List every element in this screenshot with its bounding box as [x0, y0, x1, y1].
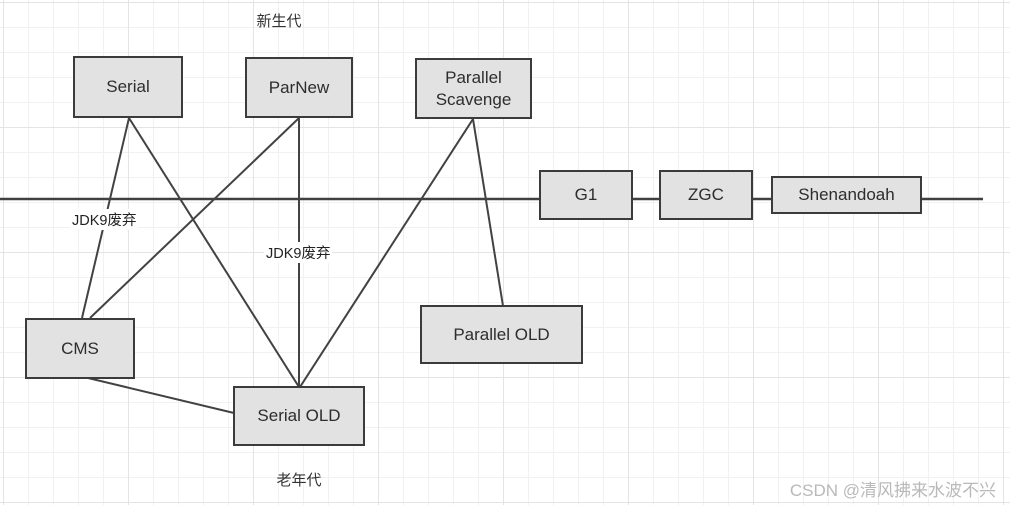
node-parallel-old: Parallel OLD — [420, 305, 583, 364]
node-shenandoah-label: Shenandoah — [798, 185, 895, 205]
node-parnew: ParNew — [245, 57, 353, 118]
csdn-watermark: CSDN @清风拂来水波不兴 — [789, 481, 996, 500]
jdk9-deprecated-note-parnew-serial-old: JDK9废弃 — [264, 242, 333, 263]
node-parnew-label: ParNew — [268, 77, 330, 97]
node-serial-old: Serial OLD — [233, 386, 365, 446]
node-serial-old-label: Serial OLD — [257, 406, 341, 426]
node-g1: G1 — [539, 170, 633, 220]
node-parallel-scavenge: Parallel Scavenge — [415, 58, 532, 119]
node-g1-label: G1 — [574, 185, 598, 205]
edge-serial-to-serial-old — [128, 117, 300, 388]
node-shenandoah: Shenandoah — [771, 176, 922, 214]
old-generation-label: 老年代 — [276, 472, 322, 489]
node-cms: CMS — [25, 318, 135, 379]
edge-cms-to-serial-old — [87, 377, 235, 414]
node-cms-label: CMS — [61, 338, 99, 358]
node-zgc: ZGC — [659, 170, 753, 220]
node-serial-label: Serial — [106, 77, 150, 97]
edge-parallel-scavenge-to-serial-old — [299, 118, 474, 388]
node-serial: Serial — [73, 56, 183, 118]
node-parallel-old-label: Parallel OLD — [453, 324, 550, 344]
young-generation-label: 新生代 — [256, 13, 302, 30]
node-parallel-scavenge-label: Parallel Scavenge — [435, 68, 512, 109]
edge-parallel-scavenge-to-parallel-old — [472, 118, 504, 307]
node-zgc-label: ZGC — [688, 185, 724, 205]
edge-parnew-to-cms — [89, 117, 300, 319]
jdk9-deprecated-note-serial-cms: JDK9废弃 — [70, 209, 139, 230]
